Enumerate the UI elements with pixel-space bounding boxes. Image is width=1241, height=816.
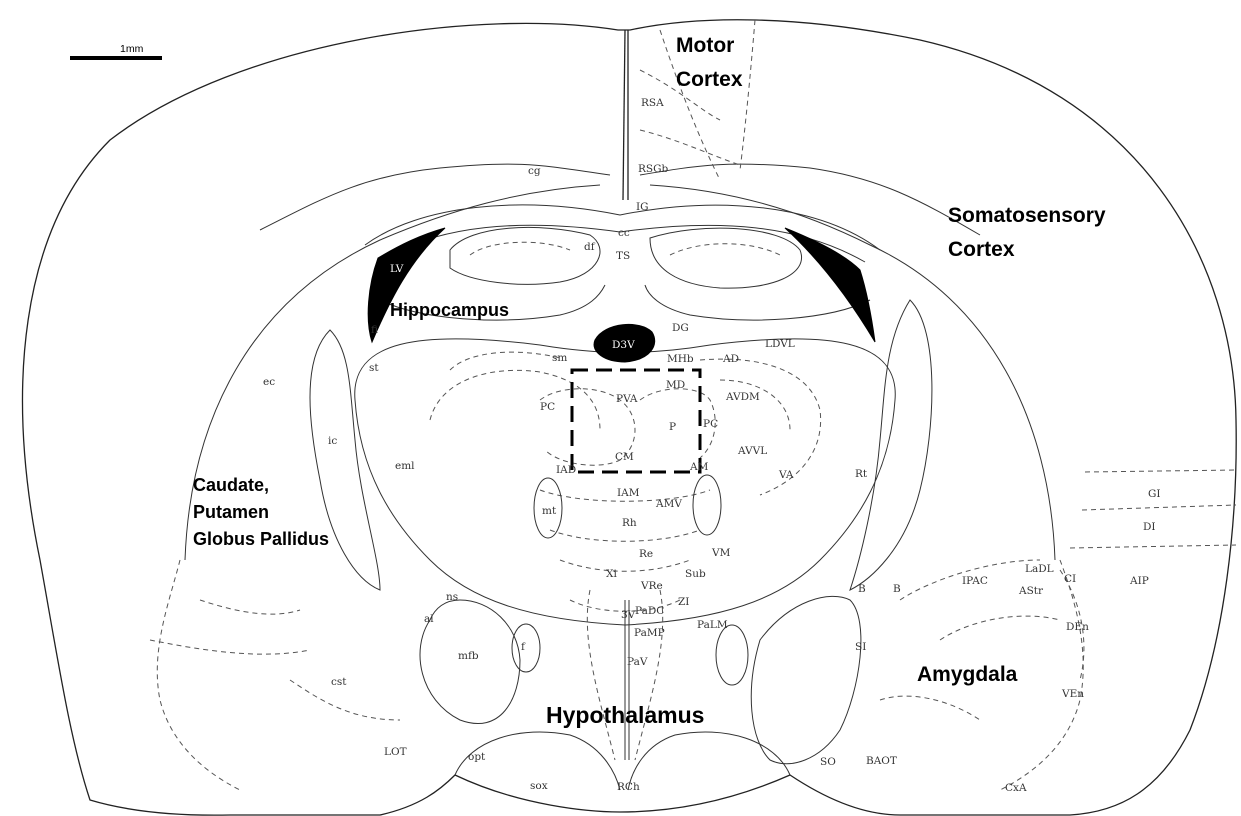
abbr-b-1: B bbox=[858, 583, 866, 595]
abbr-ldvl: LDVL bbox=[765, 338, 795, 350]
abbr-avdm: AVDM bbox=[725, 391, 760, 403]
abbr-sm: sm bbox=[552, 352, 567, 364]
abbr-sox: sox bbox=[530, 780, 548, 792]
abbr-p: P bbox=[669, 421, 676, 433]
abbr-rch: RCh bbox=[617, 781, 640, 793]
abbr-ipac: IPAC bbox=[962, 575, 988, 587]
abbr-dg: DG bbox=[672, 322, 689, 334]
abbr-cg: cg bbox=[528, 165, 541, 177]
region-labels: Motor Cortex Somatosensory Cortex Hippoc… bbox=[193, 34, 1106, 728]
abbr-cxa: CxA bbox=[1005, 782, 1027, 794]
abbr-cm: CM bbox=[615, 451, 634, 463]
abbr-amv: AMV bbox=[655, 498, 682, 510]
abbr-ven: VEn bbox=[1061, 688, 1084, 700]
label-motor-cortex-1: Motor bbox=[676, 34, 734, 57]
scale-bar: 1mm bbox=[70, 43, 162, 58]
abbr-ig: IG bbox=[636, 201, 649, 213]
abbr-ns: ns bbox=[446, 591, 458, 603]
abbr-vre: VRe bbox=[640, 580, 663, 592]
abbr-rt: Rt bbox=[855, 468, 868, 480]
abbr-ic: ic bbox=[328, 435, 337, 447]
label-caudate-2: Putamen bbox=[193, 502, 269, 522]
abbr-rsgb: RSGb bbox=[638, 163, 668, 175]
abbr-f: f bbox=[521, 641, 526, 653]
abbr-vm: VM bbox=[711, 547, 731, 559]
abbr-cst: cst bbox=[331, 676, 347, 688]
abbr-3v: 3V bbox=[621, 609, 636, 621]
abbr-ad: AD bbox=[722, 353, 739, 365]
abbr-d3v: D3V bbox=[612, 339, 635, 351]
abbr-va: VA bbox=[778, 469, 794, 481]
abbr-palm: PaLM bbox=[697, 619, 728, 631]
abbr-iam: IAM bbox=[617, 487, 640, 499]
scale-bar-label: 1mm bbox=[120, 43, 144, 55]
abbr-padc: PaDC bbox=[635, 605, 664, 617]
label-caudate-1: Caudate, bbox=[193, 475, 269, 495]
label-caudate-3: Globus Pallidus bbox=[193, 529, 329, 549]
abbr-md: MD bbox=[666, 379, 685, 391]
abbr-so: SO bbox=[820, 756, 836, 768]
abbr-pva: PVA bbox=[616, 393, 638, 405]
abbr-zi: ZI bbox=[678, 596, 689, 608]
abbr-iad: IAD bbox=[556, 464, 576, 476]
abbr-am: AM bbox=[689, 461, 709, 473]
abbr-pc-right: PC bbox=[703, 418, 718, 430]
abbr-rh: Rh bbox=[622, 517, 637, 529]
abbr-sub: Sub bbox=[685, 568, 706, 580]
abbr-lot: LOT bbox=[384, 746, 407, 758]
abbr-den: DEn bbox=[1066, 621, 1089, 633]
abbr-baot: BAOT bbox=[866, 755, 897, 767]
abbr-lv: LV bbox=[390, 263, 404, 275]
abbr-xi: Xi bbox=[606, 568, 617, 580]
abbr-astr: AStr bbox=[1018, 585, 1044, 597]
abbreviation-labels: RSA RSGb cg IG cc df TS LV fi DG D3V sm … bbox=[263, 97, 1161, 794]
abbr-pamp: PaMP bbox=[634, 627, 665, 639]
abbr-rsa: RSA bbox=[641, 97, 664, 109]
label-motor-cortex-2: Cortex bbox=[676, 68, 743, 91]
abbr-si: SI bbox=[855, 641, 866, 653]
abbr-di: DI bbox=[1143, 521, 1156, 533]
abbr-ladl: LaDL bbox=[1025, 563, 1054, 575]
label-somatosensory-1: Somatosensory bbox=[948, 204, 1106, 227]
label-hippocampus: Hippocampus bbox=[390, 300, 509, 320]
abbr-mhb: MHb bbox=[667, 353, 694, 365]
abbr-opt: opt bbox=[468, 751, 486, 763]
abbr-b-2: B bbox=[893, 583, 901, 595]
abbr-cc: cc bbox=[618, 227, 630, 239]
abbr-fi: fi bbox=[371, 324, 378, 336]
label-somatosensory-2: Cortex bbox=[948, 238, 1015, 261]
abbr-pc-left: PC bbox=[540, 401, 555, 413]
abbr-pav: PaV bbox=[627, 656, 648, 668]
brain-outline bbox=[23, 20, 1237, 815]
abbr-ci: CI bbox=[1064, 573, 1076, 585]
abbr-gi: GI bbox=[1148, 488, 1161, 500]
label-amygdala: Amygdala bbox=[917, 663, 1018, 686]
abbr-mt: mt bbox=[542, 505, 557, 517]
abbr-mfb: mfb bbox=[458, 650, 479, 662]
abbr-st: st bbox=[369, 362, 379, 374]
abbr-eml: eml bbox=[395, 460, 415, 472]
abbr-avvl: AVVL bbox=[737, 445, 767, 457]
label-hypothalamus: Hypothalamus bbox=[546, 702, 704, 728]
abbr-re: Re bbox=[639, 548, 653, 560]
abbr-al: al bbox=[424, 613, 434, 625]
abbr-aip: AIP bbox=[1129, 575, 1149, 587]
abbr-ts: TS bbox=[616, 250, 630, 262]
abbr-ec: ec bbox=[263, 376, 275, 388]
abbr-df: df bbox=[584, 241, 596, 253]
